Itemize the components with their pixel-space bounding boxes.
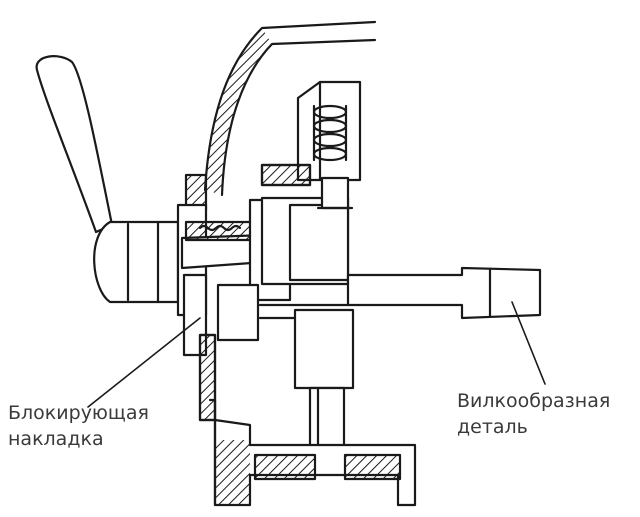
leader-line-locking-plate (87, 317, 201, 408)
label-locking-plate: Блокирующая накладка (8, 400, 149, 452)
label-locking-plate-line2: накладка (8, 428, 104, 450)
spring-icon (312, 104, 348, 162)
base-plate (208, 398, 417, 507)
label-locking-plate-line1: Блокирующая (8, 402, 149, 424)
label-fork-part-line1: Вилкообразная (457, 390, 611, 412)
lever-knob (93, 220, 180, 304)
vertical-post (293, 308, 355, 460)
label-fork-part: Вилкообразная деталь (457, 388, 610, 440)
central-block (216, 196, 350, 342)
label-fork-part-line2: деталь (457, 416, 528, 438)
lever-handle (35, 55, 114, 234)
fork-rod (258, 266, 542, 320)
horizontal-shaft (180, 220, 267, 270)
leader-line-fork-part (511, 301, 546, 385)
